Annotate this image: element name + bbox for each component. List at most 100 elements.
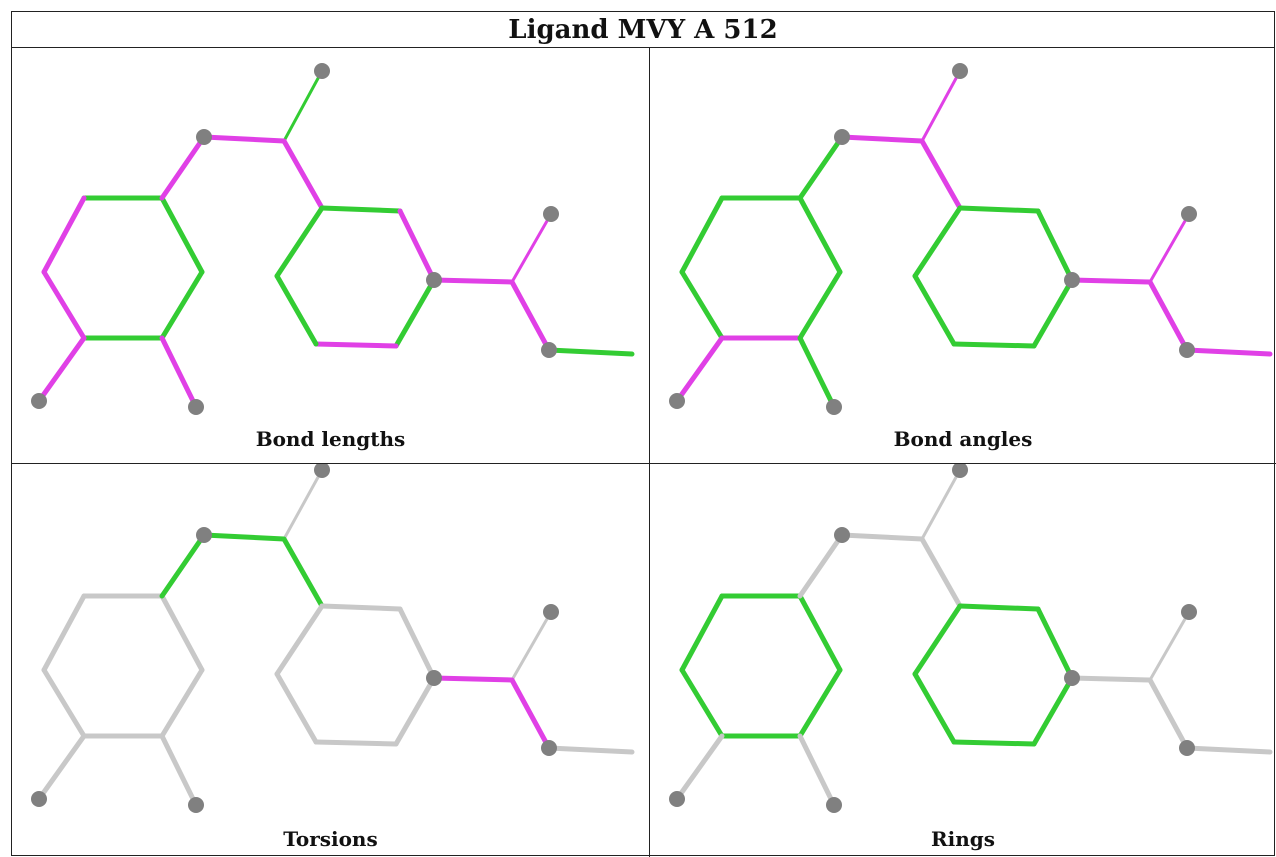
atom (826, 399, 842, 415)
bond (159, 269, 205, 341)
atom (669, 791, 685, 807)
molecule-bond-angles (669, 63, 1273, 415)
atom (669, 393, 685, 409)
atom (426, 272, 442, 288)
bond (546, 745, 635, 755)
bond (1184, 347, 1273, 357)
panel-caption: Torsions (283, 827, 378, 851)
bond (797, 733, 837, 808)
bond (159, 134, 207, 201)
bond (1031, 675, 1075, 747)
bond (274, 603, 325, 677)
panel-bond-angles: Bond angles (650, 48, 1276, 464)
bond (797, 269, 843, 341)
atom (541, 342, 557, 358)
atom (314, 464, 330, 478)
bond (509, 677, 552, 751)
bond (919, 536, 963, 609)
bond (679, 593, 725, 673)
atom (31, 393, 47, 409)
bond (397, 606, 437, 681)
bond (431, 277, 515, 285)
bond (201, 134, 287, 144)
bond (509, 279, 552, 353)
bond (274, 273, 319, 347)
bond (957, 603, 1041, 612)
bond (159, 667, 205, 739)
bond (546, 347, 635, 357)
bond (36, 733, 87, 802)
bond (201, 532, 287, 542)
atom (1181, 206, 1197, 222)
atom (543, 206, 559, 222)
bond (920, 468, 962, 541)
bond (912, 273, 957, 347)
bond (319, 603, 403, 612)
bond (912, 671, 957, 745)
bond (797, 134, 845, 201)
molecule-torsions (31, 464, 635, 813)
bond (839, 134, 925, 144)
bond (1035, 208, 1075, 283)
figure-title: Ligand MVY A 512 (12, 12, 1274, 48)
atom (1181, 604, 1197, 620)
bond (397, 208, 437, 283)
bond (674, 733, 725, 802)
atom (826, 797, 842, 813)
bond (41, 195, 87, 275)
bond (797, 195, 843, 275)
bond (919, 138, 963, 211)
panel-caption: Rings (930, 827, 995, 851)
bond (679, 195, 725, 275)
bond (159, 593, 205, 673)
bond (281, 536, 325, 609)
bond (282, 468, 324, 541)
bond (282, 69, 324, 143)
bond (674, 335, 725, 404)
atom (1179, 342, 1195, 358)
bond (41, 269, 87, 341)
bond (1069, 277, 1153, 285)
bond (510, 212, 553, 284)
atom (541, 740, 557, 756)
panel-rings: Rings (650, 464, 1276, 857)
bond (313, 341, 399, 349)
bond (431, 675, 515, 683)
panel-caption: Bond lengths (255, 427, 406, 451)
bond (41, 593, 87, 673)
molecule-rings (669, 464, 1273, 813)
atom (1064, 272, 1080, 288)
bond (159, 335, 199, 410)
bond (679, 269, 725, 341)
atom (1064, 670, 1080, 686)
atom (188, 399, 204, 415)
bond (797, 593, 843, 673)
atom (188, 797, 204, 813)
atom (196, 527, 212, 543)
panel-torsions: Torsions (12, 464, 650, 857)
bond (951, 739, 1037, 747)
bond (1148, 212, 1191, 284)
atom (834, 129, 850, 145)
atom (1179, 740, 1195, 756)
bond (1147, 677, 1190, 751)
atom (314, 63, 330, 79)
bond (510, 610, 553, 682)
atom (952, 63, 968, 79)
bond (274, 205, 325, 279)
bond (1184, 745, 1273, 755)
bond (1031, 277, 1075, 349)
bond (36, 335, 87, 404)
bond (393, 675, 437, 747)
bond (313, 739, 399, 747)
bond (951, 341, 1037, 349)
bond (797, 532, 845, 599)
bond (393, 277, 437, 349)
atom (31, 791, 47, 807)
atom (834, 527, 850, 543)
bond (274, 671, 319, 745)
bond (797, 335, 837, 410)
molecule-bond-lengths (31, 63, 635, 415)
atom (543, 604, 559, 620)
bond (159, 195, 205, 275)
